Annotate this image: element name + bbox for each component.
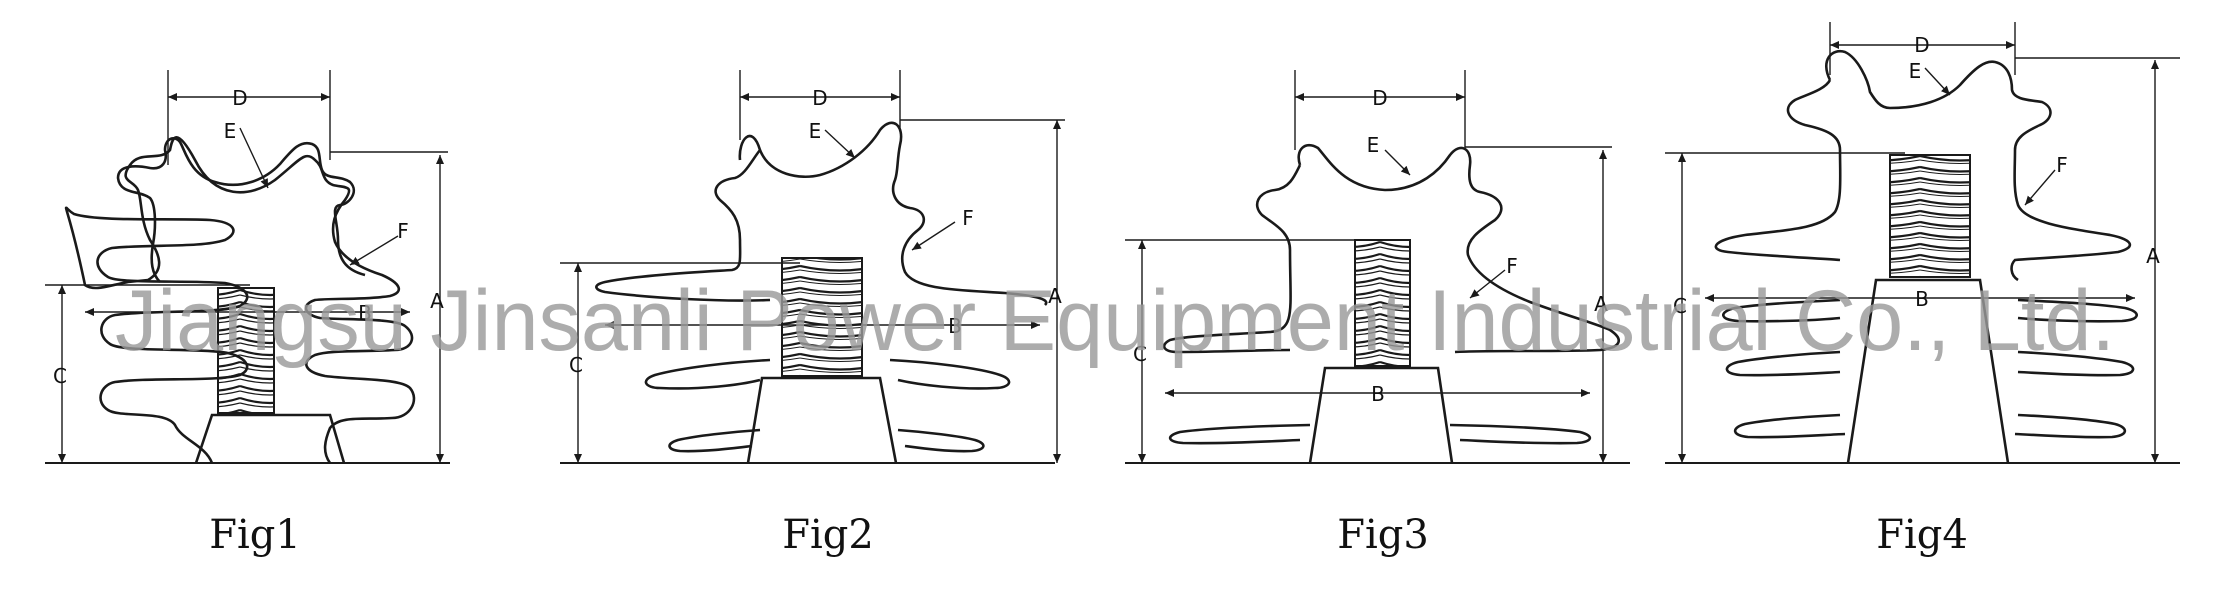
cap-profile-left bbox=[1714, 79, 1842, 262]
shed-bottom-left bbox=[1733, 413, 1846, 439]
label-a: A bbox=[2146, 244, 2160, 268]
label-c: C bbox=[1673, 294, 1687, 318]
shed-bottom-right bbox=[1449, 423, 1592, 445]
label-b: B bbox=[1371, 382, 1385, 406]
label-b: B bbox=[358, 301, 372, 325]
cap-profile bbox=[1825, 49, 2132, 282]
label-c: C bbox=[569, 353, 583, 377]
label-e: E bbox=[1367, 133, 1380, 157]
cap-profile bbox=[116, 137, 366, 283]
label-d: D bbox=[812, 86, 827, 110]
figure-4 bbox=[1665, 49, 2180, 464]
threaded-stud bbox=[1354, 239, 1411, 367]
figure-2 bbox=[560, 121, 1055, 464]
cap-profile bbox=[738, 121, 1048, 306]
label-a: A bbox=[430, 289, 444, 313]
caption-fig2: Fig2 bbox=[782, 512, 874, 558]
shed-bottom-right bbox=[897, 428, 985, 453]
label-e: E bbox=[809, 119, 822, 143]
cap-profile-left bbox=[1162, 164, 1302, 354]
core-profile bbox=[1846, 278, 2010, 464]
insulator-outline bbox=[64, 136, 416, 464]
shed-bottom-left bbox=[668, 428, 761, 453]
label-f: F bbox=[962, 206, 974, 230]
cap-profile bbox=[1297, 143, 1620, 354]
label-e: E bbox=[1909, 59, 1922, 83]
label-b: B bbox=[1915, 287, 1929, 311]
shed-lower-right bbox=[2017, 350, 2135, 377]
shed-mid-right bbox=[2017, 298, 2138, 323]
caption-fig1: Fig1 bbox=[209, 512, 301, 558]
dimensions bbox=[45, 22, 2180, 463]
core-profile bbox=[746, 376, 898, 464]
label-a: A bbox=[1594, 292, 1608, 316]
dimension-labels: D E F A B C D E F A B C D E F A B C D E … bbox=[53, 33, 2160, 406]
shed-bottom-right bbox=[2014, 413, 2127, 439]
threaded-stud bbox=[1889, 154, 1971, 278]
label-d: D bbox=[1372, 86, 1387, 110]
shed-bottom-left bbox=[1168, 423, 1311, 445]
label-f: F bbox=[1506, 254, 1518, 278]
label-d: D bbox=[232, 86, 247, 110]
label-c: C bbox=[1133, 342, 1147, 366]
cap-profile-left bbox=[595, 149, 771, 302]
label-a: A bbox=[1048, 284, 1062, 308]
figure-3 bbox=[1125, 143, 1630, 464]
label-b: B bbox=[948, 314, 962, 338]
shed-lower-left bbox=[644, 358, 771, 390]
caption-fig4: Fig4 bbox=[1876, 512, 1968, 558]
shed-mid-left bbox=[1722, 298, 1841, 323]
shed-lower-left bbox=[1725, 350, 1841, 377]
core-profile bbox=[194, 413, 346, 464]
label-f: F bbox=[397, 219, 409, 243]
shed-lower-right bbox=[889, 358, 1011, 390]
label-c: C bbox=[53, 364, 67, 388]
captions: Fig1 Fig2 Fig3 Fig4 bbox=[209, 512, 1968, 558]
label-e: E bbox=[224, 119, 237, 143]
label-d: D bbox=[1914, 33, 1929, 57]
threaded-stud bbox=[781, 257, 863, 377]
watermark: Jiangsu Jinsanli Power Equipment Industr… bbox=[115, 273, 2115, 369]
caption-fig3: Fig3 bbox=[1337, 512, 1429, 558]
label-f: F bbox=[2056, 153, 2068, 177]
core-profile bbox=[1308, 366, 1454, 464]
